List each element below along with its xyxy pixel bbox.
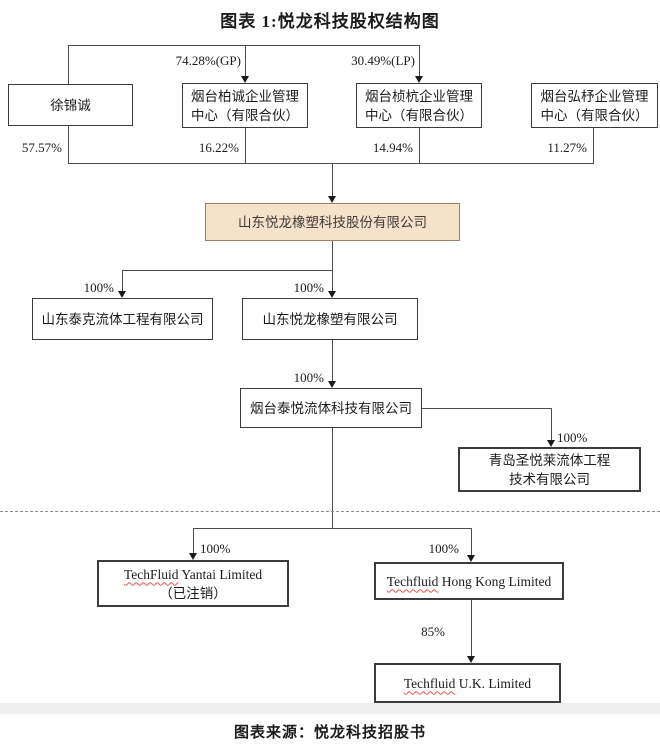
- ownership-label-yantai: 100%: [200, 541, 231, 556]
- arrowhead-zhenhang: [415, 76, 423, 83]
- arrowhead-yantai: [189, 553, 197, 560]
- connector-baicheng-down: [245, 128, 246, 164]
- node-label: 山东悦龙橡塑有限公司: [262, 311, 398, 327]
- arrowhead-baicheng: [241, 76, 249, 83]
- node-label-rest: Yantai Limited: [178, 566, 263, 582]
- node-parent-company: 山东悦龙橡塑科技股份有限公司: [205, 203, 460, 241]
- node-xu-jincheng: 徐锦诚: [8, 84, 133, 126]
- node-label-rest: U.K. Limited: [455, 675, 532, 691]
- connector-parent-drop: [332, 163, 333, 197]
- node-label: 中心（有限合伙）: [191, 107, 299, 123]
- connector-hongzhu-down: [593, 128, 594, 164]
- node-label: 山东泰克流体工程有限公司: [41, 311, 204, 327]
- node-label: 烟台弘杼企业管理: [540, 88, 649, 104]
- node-label: 青岛圣悦莱流体工程: [488, 452, 611, 468]
- node-shandong-yuelong: 山东悦龙橡塑有限公司: [242, 298, 418, 340]
- arrowhead-uk: [467, 656, 475, 663]
- domestic-overseas-divider: [0, 511, 660, 512]
- node-yantai-zhenhang: 烟台桢杭企业管理 中心（有限合伙）: [356, 83, 482, 128]
- node-techfluid-hongkong: Techfluid Hong Kong Limited: [374, 562, 564, 600]
- ownership-label-zhenhang: 14.94%: [372, 140, 413, 155]
- node-yantai-hongzhu: 烟台弘杼企业管理 中心（有限合伙）: [531, 83, 658, 128]
- ownership-label-baicheng: 16.22%: [198, 140, 239, 155]
- connector-subs-horizontal: [122, 270, 333, 271]
- connector-collector-horizontal: [68, 163, 593, 164]
- connector-yantai-drop: [193, 528, 194, 554]
- node-deregistered-note: （已注销）: [159, 585, 227, 601]
- ownership-label-hongzhu: 11.27%: [547, 140, 587, 155]
- connector-zhenhang-down: [419, 128, 420, 164]
- misspelled-word: Techfluid: [403, 675, 456, 691]
- misspelled-word: Techfluid: [386, 573, 439, 589]
- node-label: 烟台桢杭企业管理: [365, 88, 473, 104]
- connector-gp-drop: [245, 45, 246, 77]
- ownership-label-lp: 30.49%(LP): [351, 53, 415, 68]
- node-label: 徐锦诚: [50, 97, 91, 113]
- node-shandong-taike: 山东泰克流体工程有限公司: [32, 298, 213, 340]
- node-label: TechFluid Yantai Limited: [124, 565, 262, 584]
- node-yantai-baicheng: 烟台柏诚企业管理 中心（有限合伙）: [182, 83, 308, 128]
- arrowhead-taike: [118, 291, 126, 298]
- connector-hk-drop: [471, 528, 472, 556]
- node-label: 中心（有限合伙）: [540, 107, 649, 123]
- connector-overseas-down: [332, 428, 333, 529]
- connector-taiyue-drop: [332, 340, 333, 382]
- node-label: 烟台柏诚企业管理: [191, 88, 299, 104]
- connector-xu-down: [68, 126, 69, 164]
- arrowhead-parent: [328, 196, 336, 203]
- arrowhead-taiyue: [328, 381, 336, 388]
- node-techfluid-uk: Techfluid U.K. Limited: [374, 663, 561, 703]
- ownership-label-taiyue: 100%: [293, 370, 324, 385]
- figure-source-caption: 图表来源：悦龙科技招股书: [233, 725, 426, 741]
- ownership-label-uk: 85%: [421, 624, 445, 639]
- node-label: 烟台泰悦流体科技有限公司: [250, 400, 412, 416]
- connector-uk-drop: [471, 600, 472, 657]
- ownership-label-gp: 74.28%(GP): [175, 53, 241, 68]
- node-yantai-taiyue: 烟台泰悦流体科技有限公司: [240, 388, 422, 428]
- connector-top-horizontal: [68, 45, 420, 46]
- node-techfluid-yantai: TechFluid Yantai Limited （已注销）: [97, 560, 289, 607]
- ownership-label-qingdao: 100%: [557, 430, 588, 445]
- connector-qingdao-horizontal: [422, 408, 552, 409]
- arrowhead-yuelong: [328, 291, 336, 298]
- connector-lp-drop: [419, 45, 420, 77]
- node-label: Techfluid Hong Kong Limited: [387, 572, 551, 591]
- node-label: 技术有限公司: [509, 471, 590, 487]
- ownership-label-taike: 100%: [83, 280, 114, 295]
- arrowhead-qingdao: [547, 440, 555, 447]
- connector-taike-drop: [122, 270, 123, 292]
- connector-qingdao-drop: [551, 408, 552, 441]
- connector-xu-top: [68, 45, 69, 84]
- ownership-label-xu: 57.57%: [21, 140, 62, 155]
- node-label: 山东悦龙橡塑科技股份有限公司: [238, 214, 427, 230]
- node-label: 中心（有限合伙）: [365, 107, 473, 123]
- ownership-label-yuelong: 100%: [293, 280, 324, 295]
- node-qingdao-shengyuelai: 青岛圣悦莱流体工程 技术有限公司: [458, 447, 641, 492]
- misspelled-word: TechFluid: [123, 566, 179, 582]
- connector-overseas-horizontal: [193, 528, 471, 529]
- page-break-band: [0, 703, 660, 714]
- connector-yuelong-drop: [332, 270, 333, 292]
- arrowhead-hk: [467, 555, 475, 562]
- figure-title: 图表 1:悦龙科技股权结构图: [220, 12, 440, 31]
- node-label-rest: Hong Kong Limited: [438, 573, 552, 589]
- ownership-label-hk: 100%: [428, 541, 459, 556]
- node-label: Techfluid U.K. Limited: [404, 674, 531, 693]
- connector-parent-down: [332, 241, 333, 271]
